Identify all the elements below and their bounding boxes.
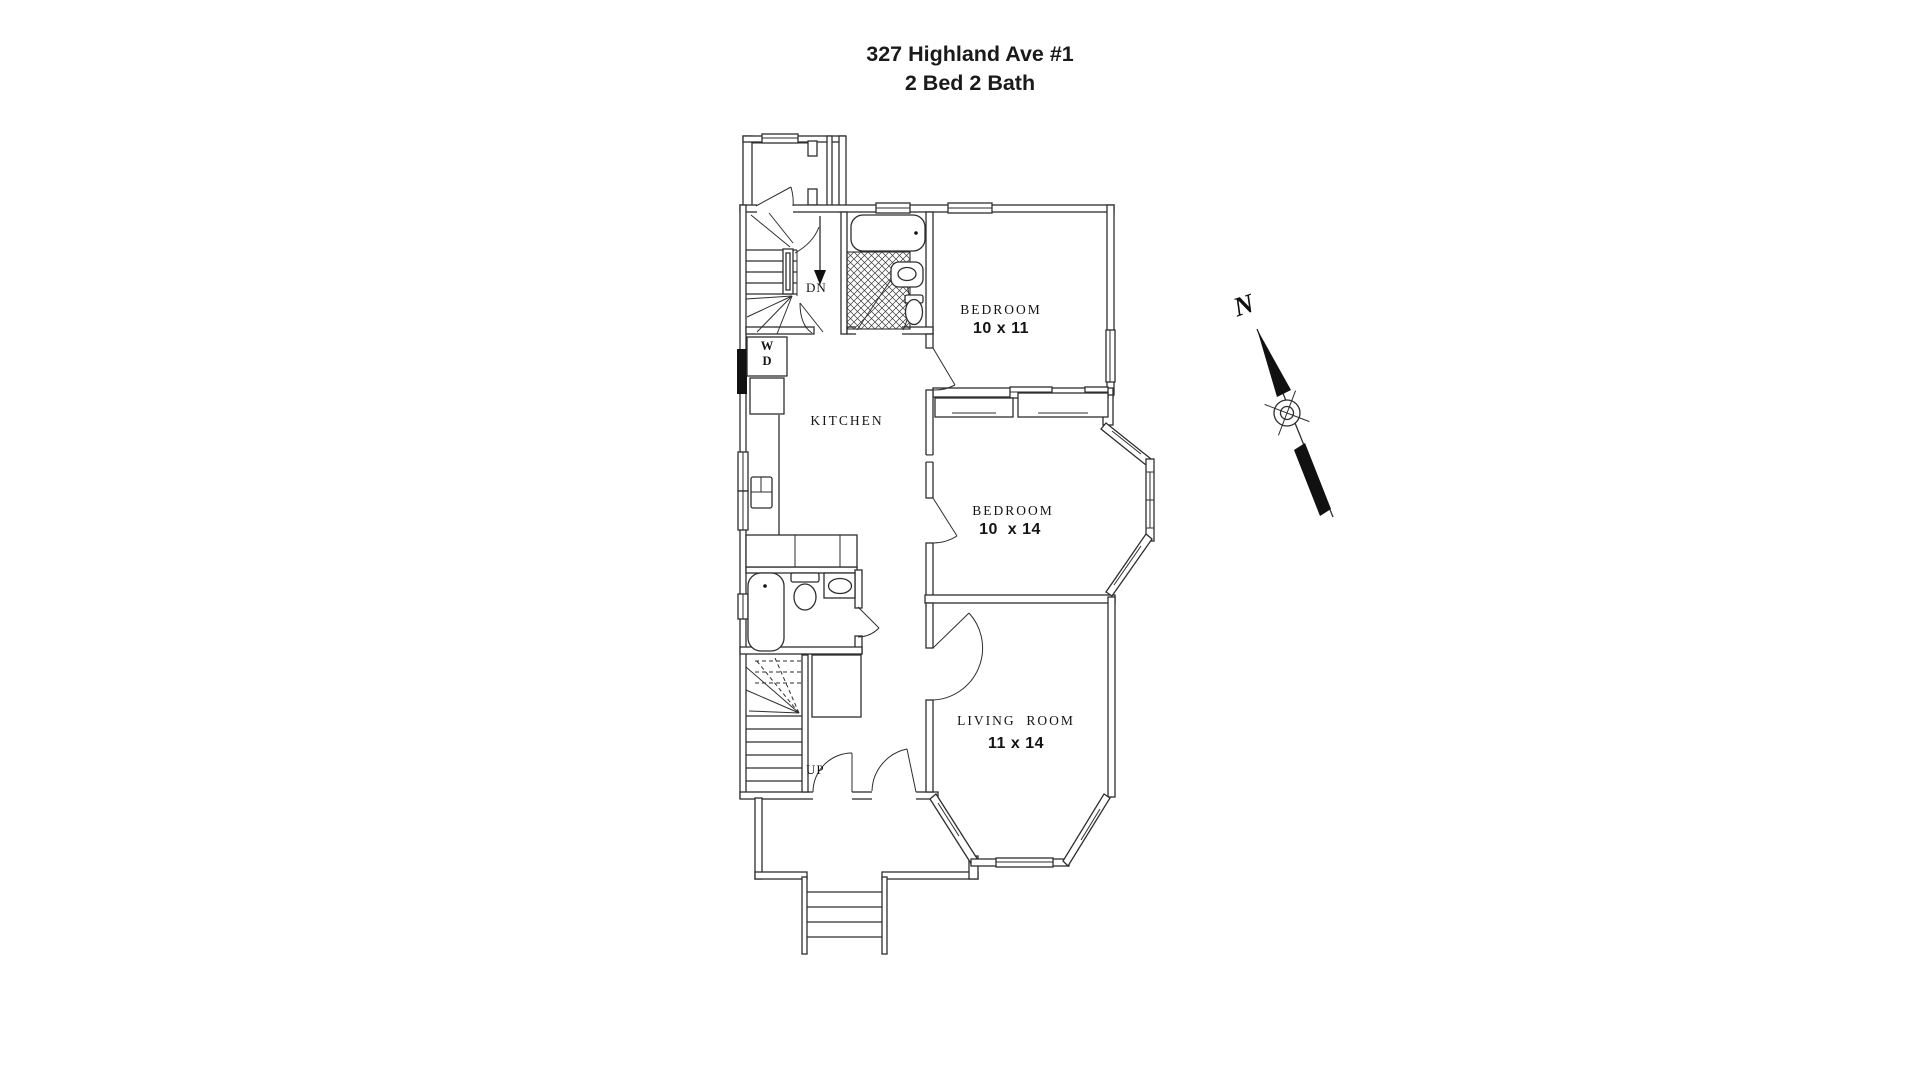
- room-label-bedroom-top: BEDROOM: [960, 302, 1042, 317]
- bathtub: [850, 214, 926, 252]
- north-arrow-icon: [1256, 328, 1334, 518]
- washer-dryer-label: W D: [755, 339, 779, 369]
- front-steps: [801, 876, 888, 955]
- interior-doors: [755, 186, 984, 793]
- washer-dryer-closet: [746, 336, 788, 377]
- room-label-living-room: LIVING ROOM: [957, 713, 1075, 728]
- address-title: 327 Highland Ave #1: [866, 42, 1074, 66]
- counter-run: [745, 534, 858, 568]
- chimney: [737, 349, 747, 394]
- bathroom-bottom-fixtures: [747, 572, 856, 652]
- room-label-kitchen: KITCHEN: [810, 413, 884, 428]
- kitchen-fixtures: [745, 302, 858, 568]
- bed-bath-subtitle: 2 Bed 2 Bath: [904, 71, 1036, 95]
- down-arrow-icon: [814, 270, 826, 285]
- room-dims-bedroom-top: 10 x 11: [973, 320, 1029, 337]
- room-dims-bedroom-middle: 10 x 14: [979, 521, 1041, 538]
- bathtub: [747, 572, 785, 652]
- washer-label: W: [760, 339, 774, 353]
- stairs-up-label: UP: [806, 762, 825, 777]
- room-label-bedroom-middle: BEDROOM: [972, 503, 1054, 518]
- bathroom-top-fixtures: [846, 214, 926, 331]
- stairs-up: [745, 657, 802, 782]
- closets: [811, 392, 1109, 718]
- plan-title: 327 Highland Ave #1 2 Bed 2 Bath: [795, 40, 1145, 98]
- door-openings: [757, 204, 916, 800]
- refrigerator: [749, 377, 785, 415]
- toilet: [790, 572, 820, 583]
- dryer-label: D: [762, 354, 772, 368]
- room-dims-living-room: 11 x 14: [988, 735, 1044, 752]
- windows: [737, 133, 1154, 868]
- stairs-down-label: DN: [806, 280, 827, 295]
- stairs-down: [745, 212, 826, 335]
